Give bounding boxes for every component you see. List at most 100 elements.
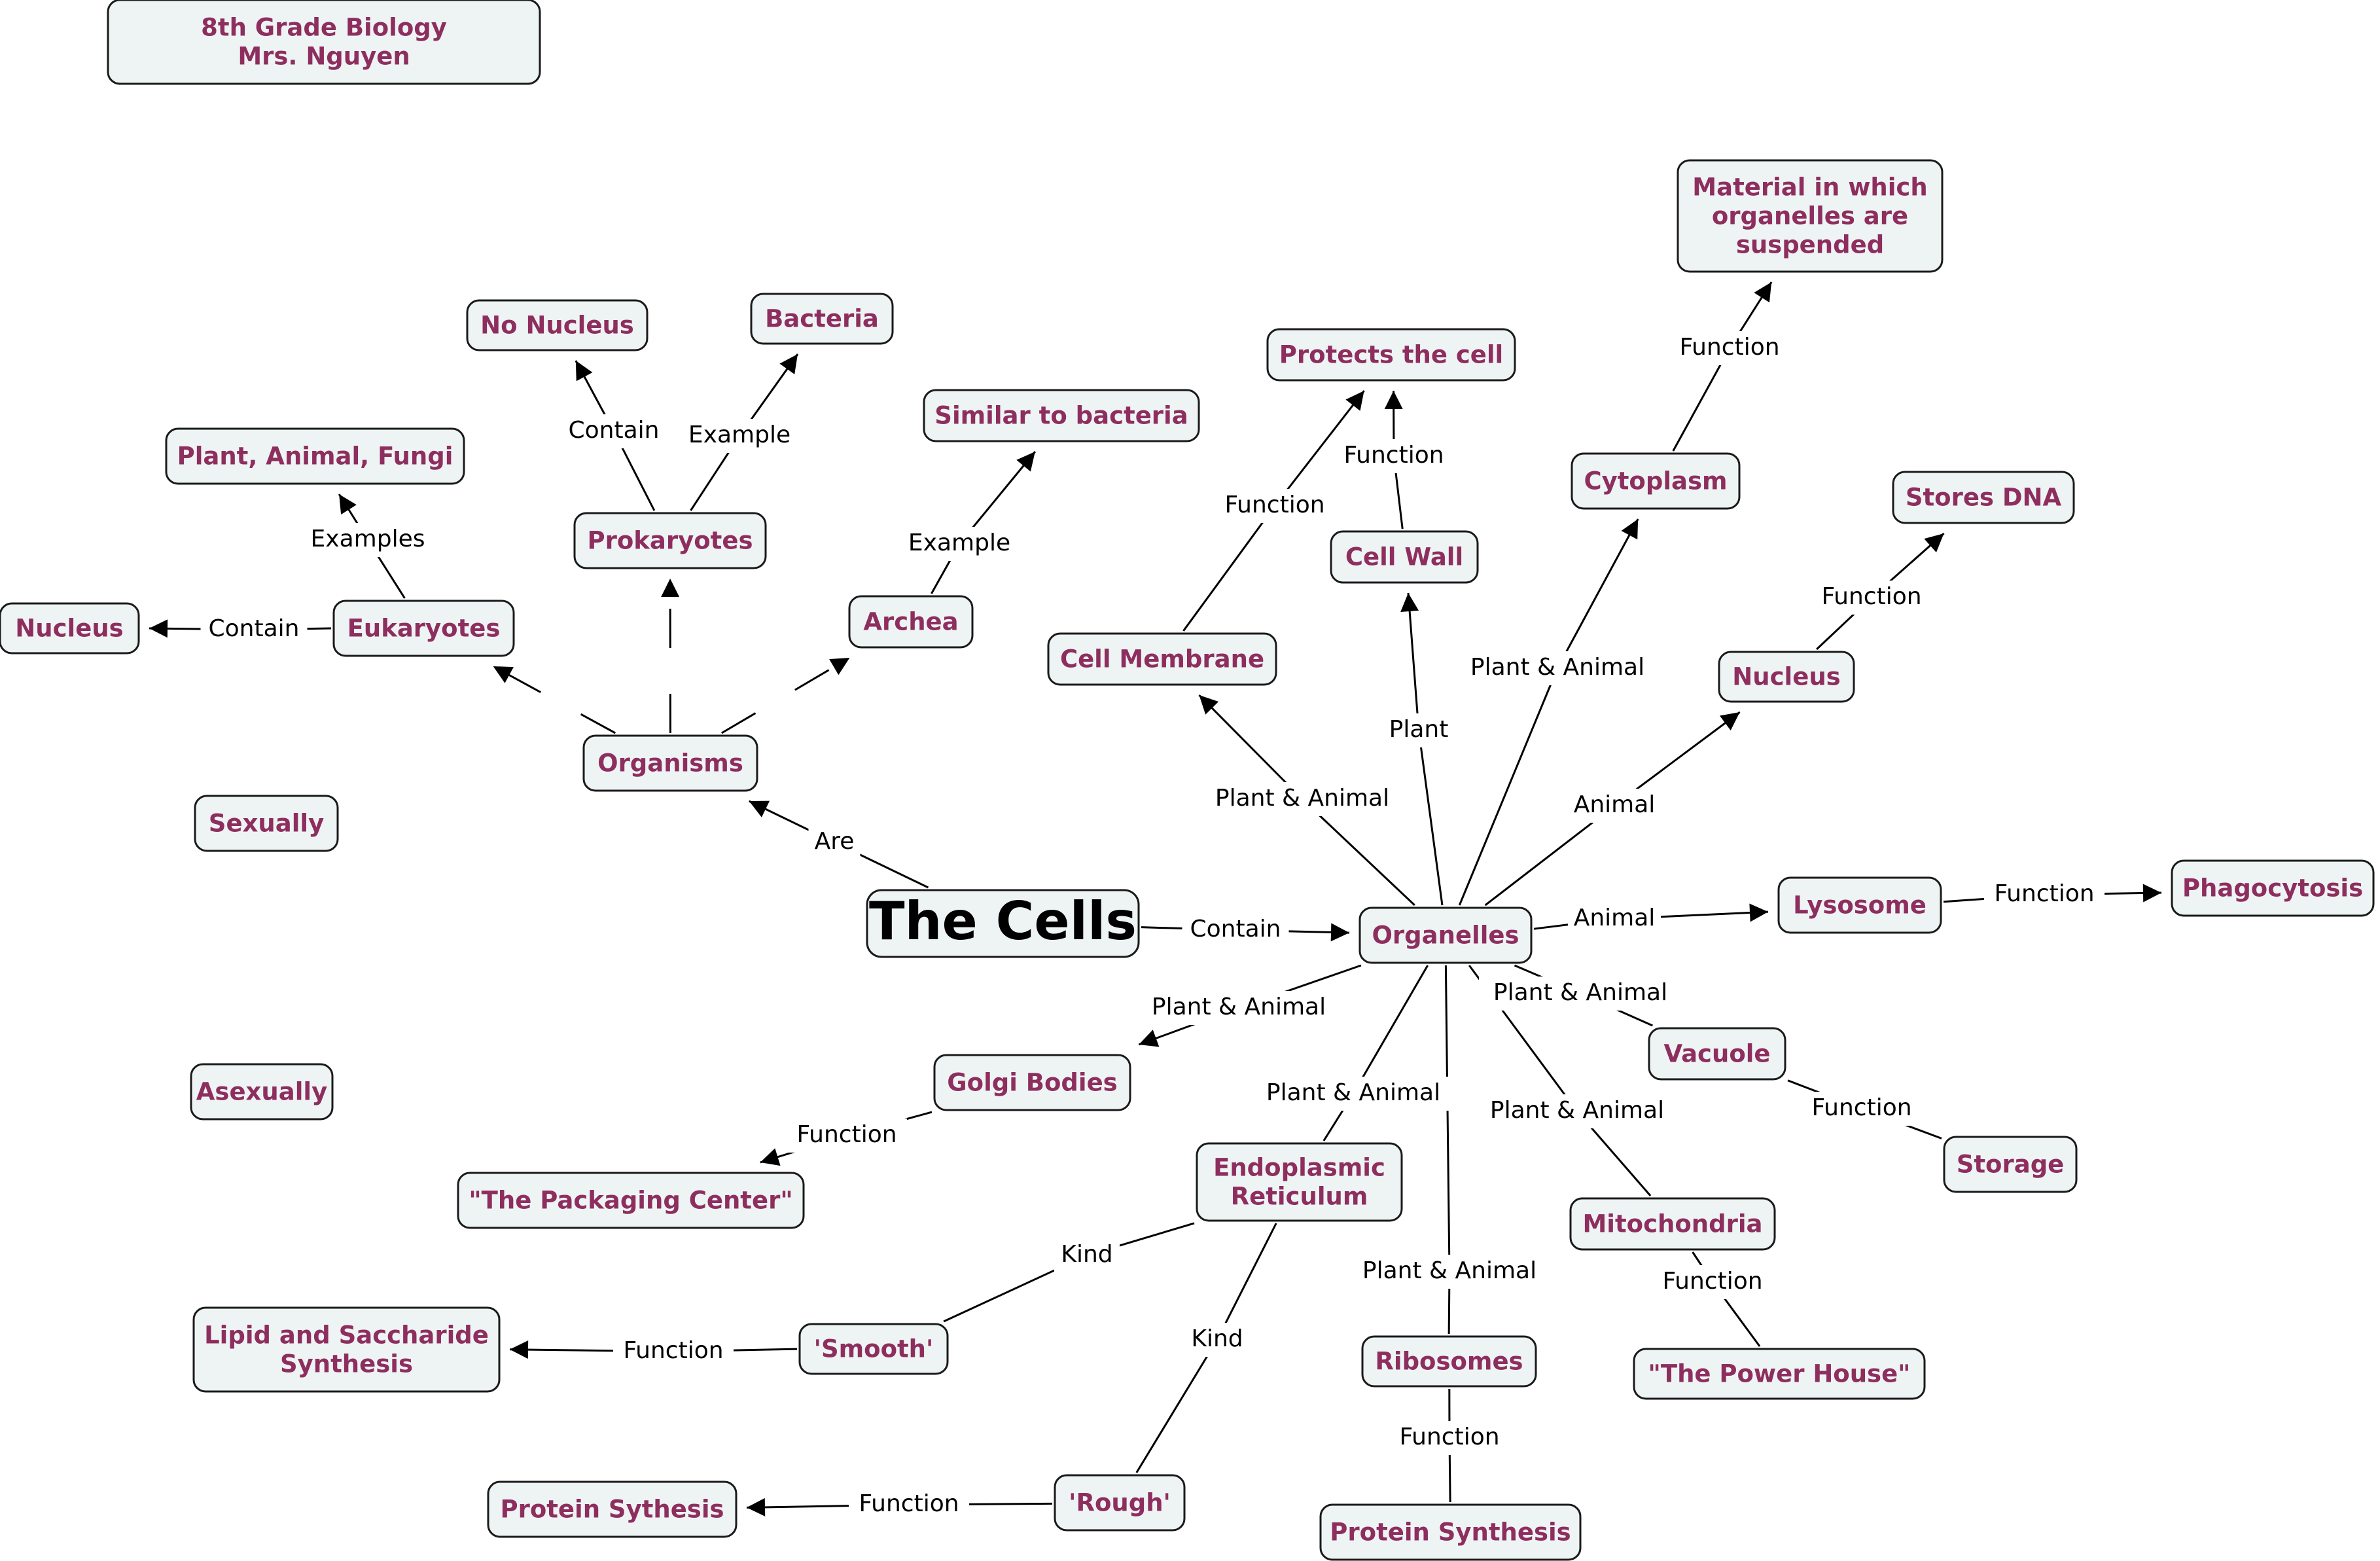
concept-label: Golgi Bodies	[947, 1069, 1117, 1097]
concept-stores-dna: Stores DNA	[1892, 471, 2075, 524]
concept-label: Nucleus	[1732, 663, 1840, 691]
edge-label-background	[1379, 713, 1459, 747]
edge-label-eukaryotes-examples: Examples	[311, 526, 425, 552]
edge-label-background	[1389, 1421, 1510, 1455]
concept-label: Stores DNA	[1906, 484, 2062, 512]
edge-label-contain-organelles: Contain	[1190, 916, 1281, 942]
edge-label-background	[1669, 331, 1790, 365]
concept-label: Nucleus	[15, 615, 123, 643]
concept-box	[1359, 906, 1533, 964]
concept-asexually: Asexually	[190, 1063, 334, 1121]
edge-label-background	[1137, 991, 1340, 1025]
concept-ribosomes: Ribosomes	[1361, 1335, 1537, 1388]
concept-box	[165, 427, 465, 485]
concept-box	[2171, 859, 2375, 917]
edge-label-background	[1479, 977, 1682, 1011]
edge-label-background	[1252, 1077, 1455, 1111]
concept-nucleus-left: Nucleus	[0, 602, 140, 655]
edge-label-background	[686, 419, 793, 453]
concept-label: organelles are	[1712, 202, 1908, 230]
edge-label-background	[1215, 489, 1335, 523]
concept-plant-animal-fungi: Plant, Animal, Fungi	[165, 427, 465, 485]
concept-organisms: Organisms	[582, 734, 758, 792]
concept-archea: Archea	[848, 595, 974, 649]
concept-rough: 'Rough'	[1054, 1474, 1186, 1532]
concept-label: Prokaryotes	[588, 527, 753, 555]
concept-phagocytosis: Phagocytosis	[2171, 859, 2375, 917]
concept-cytoplasm: Cytoplasm	[1571, 452, 1741, 510]
concept-label: Sexually	[209, 810, 324, 838]
concept-label: Lysosome	[1793, 891, 1927, 920]
edge-label-nucleus-animal: Animal	[1574, 791, 1656, 818]
connection-organisms-eukaryotes	[492, 665, 616, 734]
concept-label: Endoplasmic	[1213, 1154, 1385, 1182]
concept-box	[1196, 1142, 1403, 1222]
concept-box	[332, 600, 515, 657]
edge-label-background	[1652, 1265, 1773, 1299]
concept-similar-bacteria: Similar to bacteria	[923, 389, 1200, 442]
concept-label: Plant, Animal, Fungi	[177, 442, 453, 471]
concept-label: No Nucleus	[480, 312, 634, 340]
concept-prokaryotes: Prokaryotes	[573, 512, 767, 569]
concept-label: Ribosomes	[1375, 1348, 1523, 1376]
connection-organelles-cell_wall	[1417, 730, 1444, 906]
edge-label-er-kind-rough: Kind	[1191, 1325, 1243, 1352]
edge-label-ribosome-function: Function	[1399, 1424, 1499, 1450]
edge-label-prokaryotes-contain: Contain	[569, 417, 660, 444]
concept-packaging-center: "The Packaging Center"	[457, 1172, 805, 1229]
concept-label: 'Rough'	[1069, 1489, 1171, 1517]
concept-cell-wall: Cell Wall	[1330, 530, 1479, 584]
concept-box	[866, 889, 1140, 958]
concept-mitochondria: Mitochondria	[1569, 1197, 1776, 1251]
concept-box	[582, 734, 758, 792]
edge-label-rough-function: Function	[859, 1490, 959, 1517]
concept-golgi-bodies: Golgi Bodies	[933, 1054, 1131, 1111]
connection-organelles-endoplasmic_reticulum	[1352, 965, 1429, 1094]
concept-box	[1571, 452, 1741, 510]
concept-lysosome: Lysosome	[1777, 876, 1942, 934]
connection-organelles-cell_wall-tail	[1400, 592, 1420, 731]
edge-label-eukaryotes-contain: Contain	[209, 615, 300, 642]
concept-label: "The Power House"	[1648, 1360, 1911, 1388]
concept-label: 'Smooth'	[814, 1335, 934, 1363]
edge-label-golgi-plant-animal: Plant & Animal	[1152, 994, 1326, 1020]
concept-box	[1569, 1197, 1776, 1251]
concept-label: Cytoplasm	[1584, 467, 1727, 495]
concept-box	[194, 795, 339, 852]
edge-label-prokaryotes-example: Example	[688, 422, 790, 448]
concept-label: Material in which	[1692, 173, 1927, 202]
concept-bacteria: Bacteria	[750, 293, 894, 345]
concept-box	[466, 299, 648, 351]
edge-label-ribosome-plant-animal: Plant & Animal	[1362, 1257, 1536, 1284]
edge-label-membrane-plant-animal: Plant & Animal	[1215, 785, 1389, 812]
concept-label: Asexually	[196, 1078, 327, 1106]
concept-box	[1718, 651, 1855, 703]
edge-label-are: Are	[815, 828, 855, 855]
edge-label-background	[906, 527, 1013, 561]
concept-box	[1677, 159, 1944, 273]
concept-protein-sythesis: Protein Sythesis	[487, 1480, 737, 1538]
concept-box	[1633, 1348, 1926, 1400]
edge-label-golgi-function: Function	[796, 1121, 897, 1148]
edge-label-vacuole-plant-animal: Plant & Animal	[1493, 979, 1667, 1006]
concept-label: Protects the cell	[1279, 341, 1504, 369]
edge-label-background	[1802, 1092, 1922, 1126]
edge-label-background	[560, 414, 667, 448]
concept-protein-synthesis: Protein Synthesis	[1319, 1503, 1582, 1561]
edge-label-background	[1811, 581, 1932, 615]
connection-cell_membrane-protects_cell	[1182, 505, 1276, 632]
edge-label-wall-function: Function	[1343, 442, 1444, 469]
concept-label: suspended	[1736, 231, 1884, 259]
edge-label-lysosome-animal: Animal	[1574, 905, 1656, 931]
concept-label: Protein Synthesis	[1330, 1518, 1571, 1547]
edge-label-background	[1334, 439, 1454, 473]
concept-label: The Cells	[869, 891, 1137, 952]
edge-label-background	[1568, 902, 1661, 936]
edge-label-archea-example: Example	[908, 529, 1010, 556]
concept-label: Similar to bacteria	[934, 402, 1188, 430]
concept-label: Cell Wall	[1345, 543, 1463, 571]
